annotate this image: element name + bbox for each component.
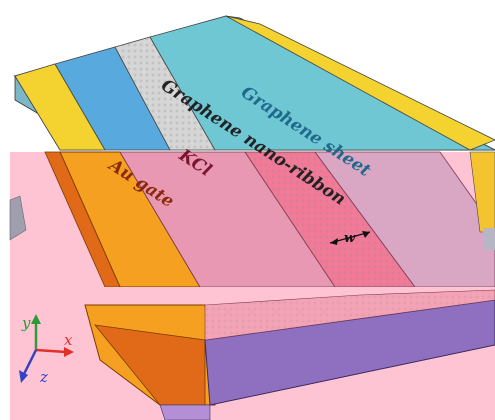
z-axis-label: z: [39, 368, 48, 386]
device-top-region: [13, 15, 495, 151]
au-gate-right-stripe: [225, 15, 495, 151]
graphene-sheet-band: [314, 151, 495, 288]
z-axis-arrow: [22, 349, 38, 375]
x-axis-label: x: [64, 331, 73, 349]
x-axis-arrow: [35, 348, 67, 354]
device-lower-region: [10, 287, 495, 420]
y-axis-label: y: [21, 314, 31, 332]
w-dimension-label: w: [344, 231, 356, 246]
device-distorted-region: [9, 151, 495, 288]
coordinate-axes: y x z: [19, 314, 74, 386]
